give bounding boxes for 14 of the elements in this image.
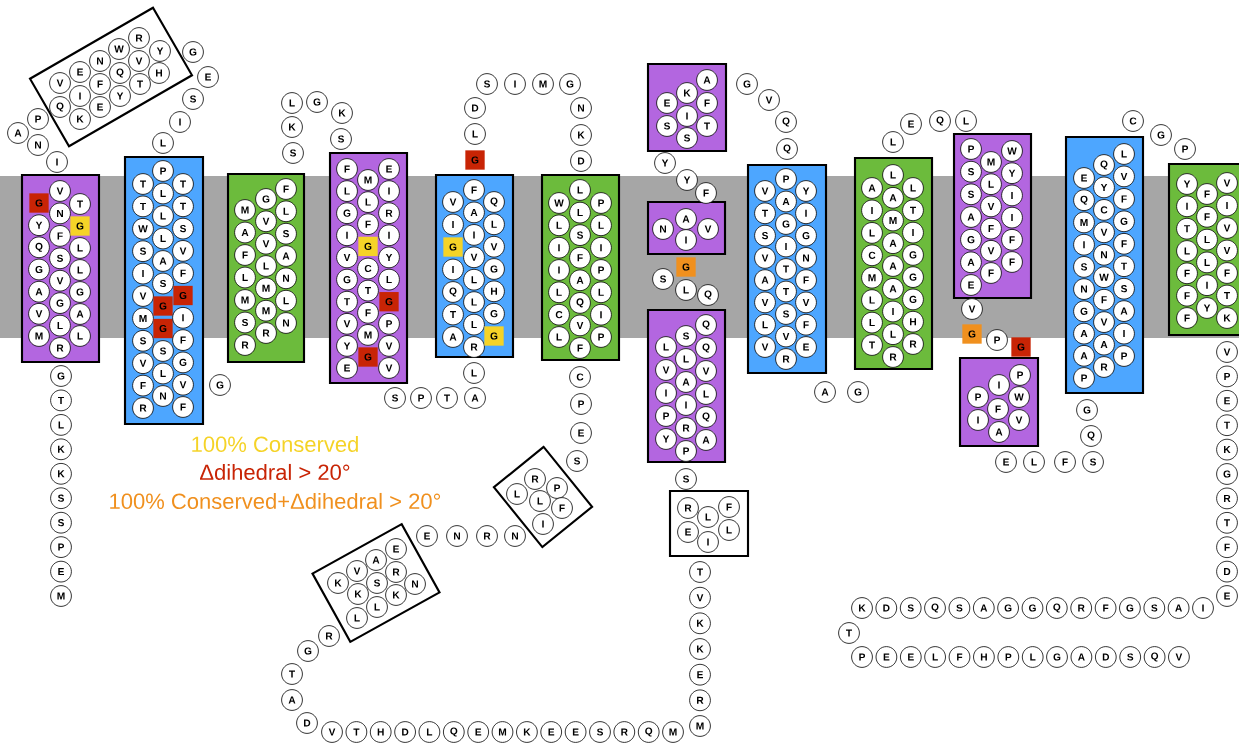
highlighted-residue: G [484,326,504,346]
highlighted-residue: G [70,216,90,236]
highlighted-residue: G [379,292,399,312]
highlighted-residue: G [1011,337,1031,357]
highlighted-residue: G [29,193,49,213]
highlighted-residue: G [962,324,982,344]
highlighted-residue: G [676,257,696,277]
highlighted-residue: G [153,296,173,316]
highlighted-residue: G [465,150,485,170]
highlighted-residue: G [358,347,378,367]
legend-entry: Δdihedral > 20° [200,463,350,481]
legend-entry: 100% Conserved+Δdihedral > 20° [110,492,441,510]
highlighted-residue: G [443,237,463,257]
legend-entry: 100% Conserved [192,435,358,453]
